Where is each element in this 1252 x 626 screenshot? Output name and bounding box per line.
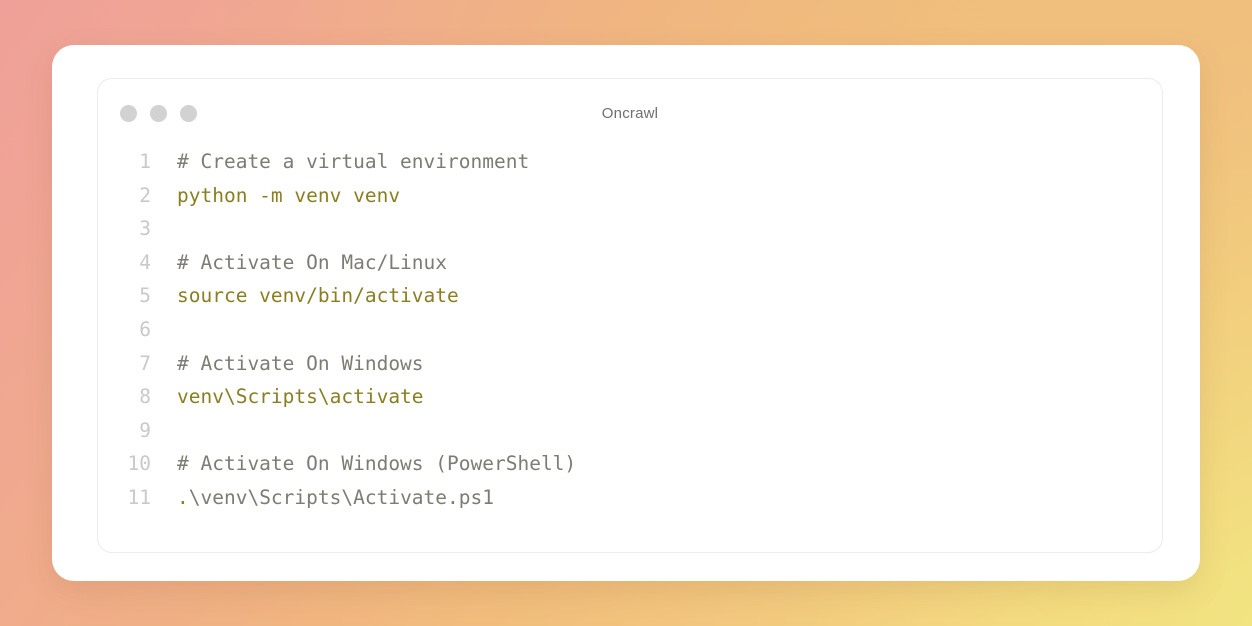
code-token: # Activate On Mac/Linux bbox=[177, 250, 448, 274]
code-line: 11.\venv\Scripts\Activate.ps1 bbox=[98, 481, 1162, 515]
code-line: 2 python -m venv venv bbox=[98, 179, 1162, 213]
code-block[interactable]: 1 # Create a virtual environment 2 python -… bbox=[98, 145, 1162, 515]
line-number: 4 bbox=[139, 250, 151, 274]
line-number: 2 bbox=[139, 183, 151, 207]
line-text: python -m venv venv bbox=[151, 179, 1162, 213]
code-token: source venv/bin/activate bbox=[177, 284, 459, 308]
code-line: 3 bbox=[98, 212, 1162, 246]
line-number: 10 bbox=[127, 452, 151, 476]
code-token: python -m venv venv bbox=[177, 183, 401, 207]
close-dot-icon[interactable] bbox=[120, 105, 137, 122]
line-text: source venv/bin/activate bbox=[151, 279, 1162, 313]
code-line: 1 # Create a virtual environment bbox=[98, 145, 1162, 179]
minimize-dot-icon[interactable] bbox=[150, 105, 167, 122]
line-text: # Activate On Windows (PowerShell) bbox=[151, 447, 1162, 481]
window-controls[interactable] bbox=[120, 105, 197, 122]
line-number: 8 bbox=[139, 385, 151, 409]
line-text: .\venv\Scripts\Activate.ps1 bbox=[151, 481, 1162, 515]
code-token: . bbox=[177, 485, 189, 509]
code-token: \venv\Scripts\Activate.ps1 bbox=[188, 485, 494, 509]
code-token: # Create a virtual environment bbox=[177, 150, 530, 173]
code-token: # Activate On Windows (PowerShell) bbox=[177, 452, 577, 476]
code-line: 5 source venv/bin/activate bbox=[98, 279, 1162, 313]
code-line: 6 bbox=[98, 313, 1162, 347]
line-text: # Activate On Windows bbox=[151, 347, 1162, 381]
line-text: venv\Scripts\activate bbox=[151, 380, 1162, 414]
code-line: 10 # Activate On Windows (PowerShell) bbox=[98, 447, 1162, 481]
line-number: 7 bbox=[139, 351, 151, 375]
line-number: 9 bbox=[139, 418, 151, 442]
line-number: 5 bbox=[139, 284, 151, 308]
code-line: 4 # Activate On Mac/Linux bbox=[98, 246, 1162, 280]
line-text: # Activate On Mac/Linux bbox=[151, 246, 1162, 280]
window-titlebar: Oncrawl bbox=[98, 79, 1162, 145]
line-number: 1 bbox=[139, 150, 151, 173]
maximize-dot-icon[interactable] bbox=[180, 105, 197, 122]
code-token: # Activate On Windows bbox=[177, 351, 424, 375]
code-token: venv\Scripts\activate bbox=[177, 385, 424, 409]
line-number: 3 bbox=[139, 217, 151, 241]
line-number: 11 bbox=[127, 485, 151, 509]
code-line: 9 bbox=[98, 414, 1162, 448]
line-number: 6 bbox=[139, 317, 151, 341]
code-line: 7 # Activate On Windows bbox=[98, 347, 1162, 381]
code-line: 8 venv\Scripts\activate bbox=[98, 380, 1162, 414]
window-title: Oncrawl bbox=[601, 105, 659, 122]
outer-card: Oncrawl 1 # Create a virtual environment 2… bbox=[52, 45, 1200, 581]
code-panel: Oncrawl 1 # Create a virtual environment 2… bbox=[97, 78, 1163, 553]
line-text: # Create a virtual environment bbox=[151, 145, 1162, 179]
